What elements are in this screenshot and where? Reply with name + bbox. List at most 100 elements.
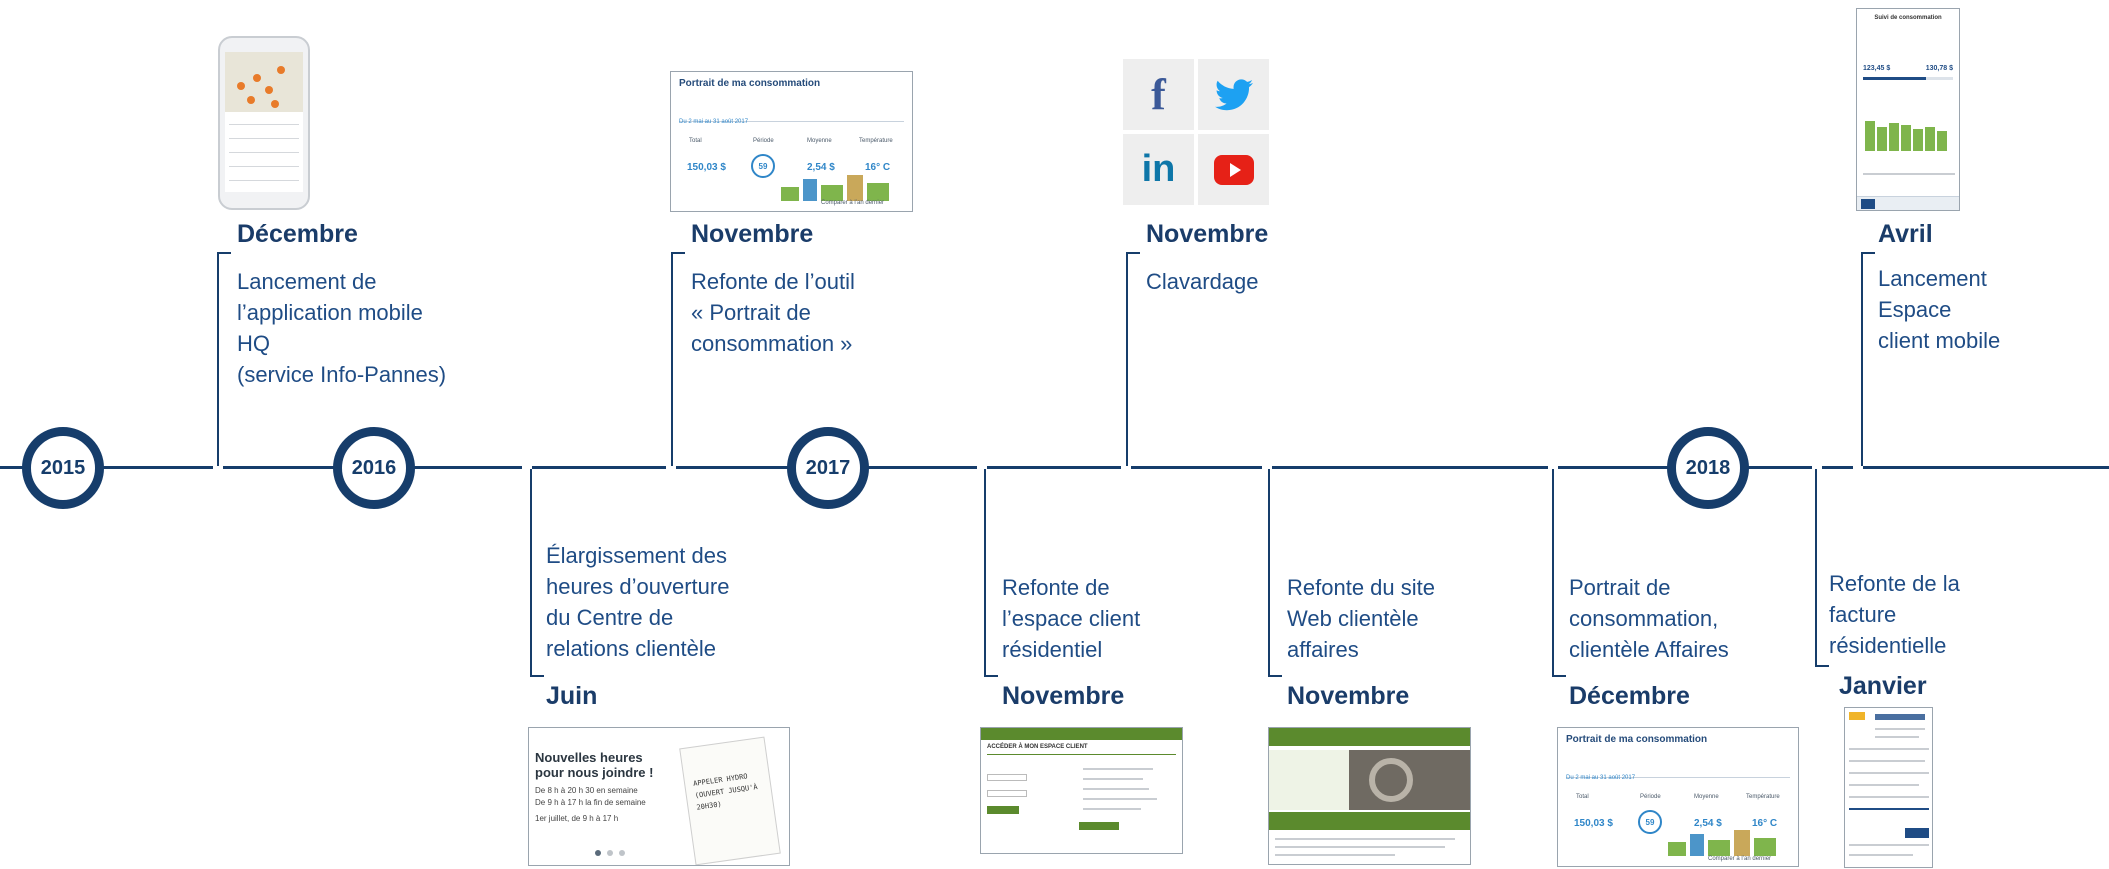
text-line	[1275, 854, 1395, 856]
business-website-thumbnail	[1268, 727, 1471, 865]
phone-screen	[225, 52, 303, 192]
period-text: Du 2 mai au 31 août 2017	[679, 119, 749, 125]
site-header-bar	[981, 728, 1182, 740]
house-illustration	[847, 175, 863, 201]
desc-line: du Centre de	[546, 605, 674, 630]
amount-box	[1905, 828, 1929, 838]
axis-gap	[522, 462, 532, 473]
event-description: Refonte de la facture résidentielle	[1829, 568, 1960, 661]
year-2016: 2016	[333, 427, 415, 509]
event-connector	[1861, 252, 1863, 466]
carousel-dot[interactable]	[619, 850, 625, 856]
metric-label: Période	[753, 138, 774, 144]
login-button	[987, 806, 1019, 814]
period-days-circle: 59	[1638, 810, 1662, 834]
youtube-icon	[1198, 134, 1269, 205]
desc-line: l’espace client	[1002, 606, 1141, 631]
desc-line: relations clientèle	[546, 636, 716, 661]
linkedin-icon: in	[1123, 134, 1194, 205]
desc-line: l’application mobile	[237, 300, 423, 325]
house-illustration	[1690, 834, 1704, 856]
metric-label: Total	[1576, 794, 1589, 800]
event-month: Décembre	[237, 220, 358, 248]
event-connector-tick	[671, 252, 685, 254]
hours-line: 1er juillet, de 9 h à 17 h	[535, 814, 619, 823]
carousel-dot[interactable]	[607, 850, 613, 856]
house-illustration	[821, 185, 843, 201]
consumption-bar	[1913, 129, 1923, 151]
text-line	[1875, 736, 1919, 738]
service-tiles	[1269, 812, 1470, 830]
text-line	[1849, 760, 1925, 762]
event-connector	[1268, 469, 1270, 677]
list-divider	[229, 180, 299, 181]
house-illustration	[781, 187, 799, 201]
event-connector-tick	[984, 675, 998, 677]
notepad-image: APPELER HYDRO (OUVERT JUSQU'À 20H30)	[679, 736, 781, 865]
axis-gap	[1121, 462, 1131, 473]
axis-gap	[1548, 462, 1558, 473]
event-description: Clavardage	[1146, 266, 1259, 297]
carousel-dot[interactable]	[595, 850, 601, 856]
text-line	[1083, 768, 1153, 770]
residential-bill-thumbnail	[1844, 707, 1933, 868]
metric-value: 2,54 $	[1694, 818, 1722, 829]
event-connector	[1815, 469, 1817, 667]
list-divider	[229, 124, 299, 125]
password-field	[987, 790, 1027, 797]
desc-line: Élargissement des	[546, 543, 727, 568]
metric-label: Température	[859, 138, 893, 144]
year-2018: 2018	[1667, 427, 1749, 509]
opening-hours-thumbnail: Nouvelles heures pour nous joindre ! De …	[528, 727, 790, 866]
axis-gap	[1262, 462, 1272, 473]
house-illustration	[1668, 842, 1686, 856]
event-month: Novembre	[1287, 682, 1410, 710]
event-month: Juin	[546, 682, 598, 710]
hero-text-panel	[1269, 750, 1349, 810]
desc-line: Espace	[1878, 297, 1952, 322]
desc-line: Portrait de	[1569, 575, 1671, 600]
event-month: Avril	[1878, 220, 1933, 248]
notepad-text: APPELER HYDRO (OUVERT JUSQU'À 20H30)	[692, 772, 759, 812]
desc-line: client mobile	[1878, 328, 2001, 353]
text-line	[1863, 173, 1955, 175]
desc-line: consommation »	[691, 331, 853, 356]
year-2017: 2017	[787, 427, 869, 509]
house-illustration	[1708, 840, 1730, 856]
text-line	[1849, 784, 1919, 786]
text-line	[1275, 846, 1445, 848]
metric-label: Moyenne	[1694, 794, 1719, 800]
event-connector-tick	[1552, 675, 1566, 677]
event-description: Lancement de l’application mobile HQ (se…	[237, 266, 446, 390]
outage-marker	[277, 66, 285, 74]
outage-marker	[247, 96, 255, 104]
desc-line: consommation,	[1569, 606, 1719, 631]
event-description: Élargissement des heures d’ouverture du …	[546, 540, 729, 664]
mobile-app-thumbnail	[218, 36, 310, 210]
map-image	[225, 52, 303, 112]
hours-title: Nouvelles heures pour nous joindre !	[535, 750, 654, 780]
desc-line: facture	[1829, 602, 1897, 627]
metric-label: Moyenne	[807, 138, 832, 144]
turbine-image	[1369, 758, 1413, 802]
text-line	[1275, 838, 1455, 840]
event-description: Refonte du site Web clientèle affaires	[1287, 572, 1435, 665]
consumption-bar	[1889, 123, 1899, 151]
mobile-space-thumbnail: Suivi de consommation 123,45 $ 130,78 $	[1856, 8, 1960, 211]
metric-label: Température	[1746, 794, 1780, 800]
facebook-icon: f	[1123, 59, 1194, 130]
consumption-bar	[1877, 127, 1887, 151]
amount-a: 123,45 $	[1863, 65, 1891, 72]
event-month: Novembre	[1146, 220, 1269, 248]
event-connector-tick	[217, 252, 231, 254]
consumption-bar	[1937, 131, 1947, 151]
desc-line: résidentielle	[1829, 633, 1947, 658]
mobile-tab-bar	[1857, 196, 1959, 210]
event-connector	[530, 469, 532, 677]
business-portrait-thumbnail: Portrait de ma consommation Du 2 mai au …	[1557, 727, 1799, 867]
divider	[1849, 808, 1929, 810]
desc-line: clientèle Affaires	[1569, 637, 1729, 662]
house-illustration	[1754, 838, 1776, 856]
amount-b: 130,78 $	[1925, 65, 1953, 72]
text-line	[1849, 772, 1929, 774]
